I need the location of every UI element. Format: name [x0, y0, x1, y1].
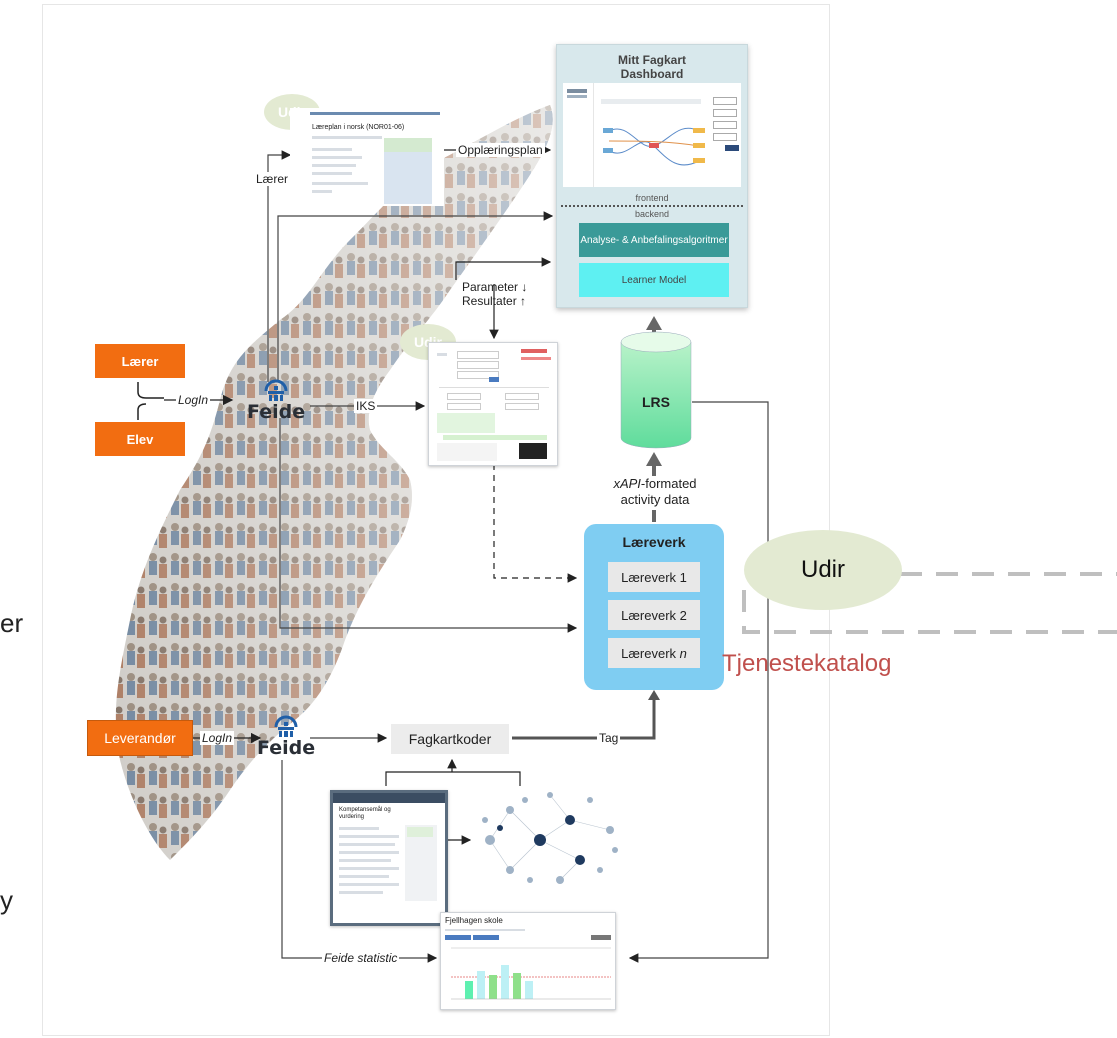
- fjellhagen-bar-chart: [451, 965, 611, 1000]
- dashboard-title-2: Dashboard: [620, 67, 684, 81]
- dashboard-panel: Mitt Fagkart Dashboard frontend backend …: [556, 44, 748, 308]
- laereverk-item-2: Læreverk 2: [608, 600, 700, 630]
- login-label-1: LogIn: [176, 393, 211, 407]
- udir-pill-right: Udir: [744, 530, 902, 610]
- dashboard-app-preview: [563, 83, 741, 187]
- lrs-cylinder: [620, 331, 692, 449]
- elev-box: Elev: [95, 422, 185, 456]
- iks-screenshot: [428, 342, 558, 466]
- laerer-side-label: Lærer: [254, 172, 291, 186]
- tag-label: Tag: [597, 731, 621, 745]
- laerer-box: Lærer: [95, 344, 185, 378]
- algo-box: Analyse- & Anbefalingsalgoritmer: [579, 223, 729, 257]
- laereverk-item-n: Læreverk n: [608, 638, 700, 668]
- feide-label-top: Feide: [247, 401, 306, 423]
- feide-statistic-label: Feide statistic: [322, 951, 400, 965]
- dashboard-graph: [603, 127, 705, 166]
- laereplan-title: Læreplan i norsk (NOR01-06): [312, 124, 405, 131]
- backend-label: backend: [634, 209, 670, 219]
- fagkartkoder-box: Fagkartkoder: [391, 724, 509, 754]
- feide-logo-bottom: Feide: [257, 714, 315, 758]
- iks-label: IKS: [354, 399, 378, 413]
- resultater-label: Resultater ↑: [462, 294, 527, 308]
- norway-photo-map: [115, 105, 553, 860]
- laereplan-screenshot: Læreplan i norsk (NOR01-06): [290, 108, 444, 206]
- feide-icon: [264, 379, 288, 401]
- laereverk-title: Læreverk: [622, 534, 686, 550]
- learner-model-box: Learner Model: [579, 263, 729, 297]
- left-partial-text-bottom: y: [0, 885, 13, 915]
- xapi-label-1: xAPI: [613, 476, 641, 491]
- opplaeringsplan-label: Opplæringsplan: [456, 143, 545, 157]
- laereverk-box: Læreverk Læreverk 1 Læreverk 2 Læreverk …: [584, 524, 724, 690]
- tjenestekatalog-label: Tjenestekatalog: [722, 650, 892, 677]
- lrs-label: LRS: [642, 394, 670, 410]
- feide-icon: [274, 715, 298, 737]
- leverandor-box: Leverandør: [87, 720, 193, 756]
- laereverk-item-1: Læreverk 1: [608, 562, 700, 592]
- kompetansemal-screenshot: Kompetansemål og vurdering: [330, 790, 448, 926]
- concept-network-graph: [482, 792, 618, 884]
- left-partial-text-top: er: [0, 608, 24, 638]
- feide-logo-top: Feide: [247, 378, 305, 422]
- xapi-label-3: activity data: [620, 492, 690, 507]
- xapi-label-2: -formated: [640, 476, 697, 491]
- parameter-label: Parameter ↓: [462, 280, 528, 294]
- fjellhagen-title: Fjellhagen skole: [445, 916, 503, 925]
- feide-label-bottom: Feide: [257, 737, 316, 759]
- fjellhagen-screenshot: Fjellhagen skole: [440, 912, 616, 1010]
- frontend-label: frontend: [635, 193, 669, 203]
- frontend-backend-divider: [561, 205, 743, 207]
- kompetansemal-title: Kompetansemål og vurdering: [339, 807, 391, 820]
- dashboard-title-1: Mitt Fagkart: [617, 53, 686, 67]
- login-label-2: LogIn: [200, 731, 235, 745]
- xapi-label: xAPI-formated activity data: [600, 476, 710, 508]
